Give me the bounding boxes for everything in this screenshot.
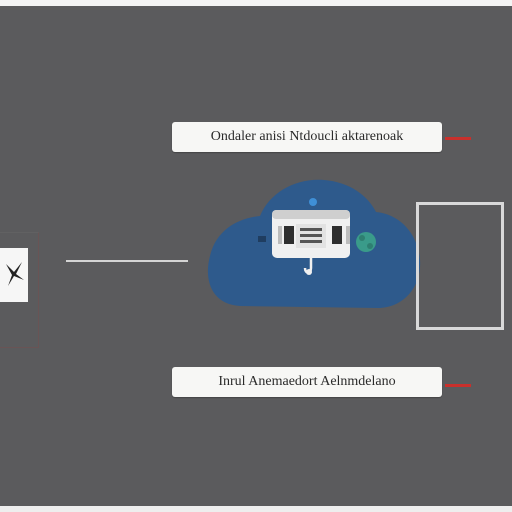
port-left-icon — [258, 236, 266, 242]
connector-line — [66, 260, 188, 262]
sparkle-icon — [6, 262, 24, 286]
label-top: Ondaler anisi Ntdoucli aktarenoak — [172, 122, 442, 152]
accent-tick-top — [445, 137, 471, 140]
gear-icon — [356, 232, 376, 252]
label-bottom: Inrul Anemaedort Aelnmdelano — [172, 367, 442, 397]
output-frame — [416, 202, 504, 330]
diagram-canvas: Ondaler anisi Ntdoucli aktarenoak Inrul … — [0, 6, 512, 506]
accent-tick-bottom — [445, 384, 471, 387]
bottom-band — [0, 506, 512, 512]
left-node-outline — [0, 232, 39, 348]
server-icon — [272, 210, 350, 258]
cloud-node — [207, 179, 421, 308]
left-node — [0, 248, 28, 302]
cloud-dot-icon — [309, 198, 317, 206]
